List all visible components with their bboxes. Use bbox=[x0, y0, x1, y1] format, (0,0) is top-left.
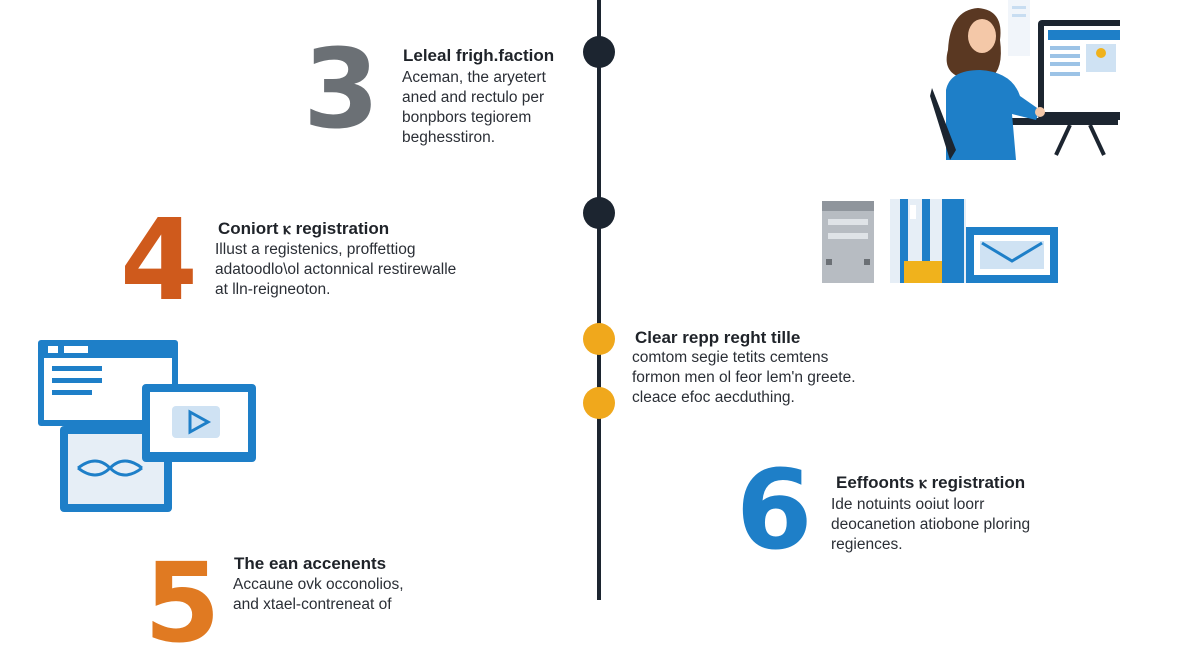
step-title: Eeffoonts ⲕ registration bbox=[836, 473, 1026, 492]
step-title: Clear repp reght tille bbox=[635, 328, 801, 347]
step-description: Accaune ovk occonolios, and xtael-contre… bbox=[233, 576, 404, 613]
monitor-icon bbox=[1038, 20, 1120, 122]
folder-icon bbox=[890, 199, 966, 283]
video-player-icon bbox=[142, 384, 256, 462]
step-number: 3 bbox=[303, 25, 380, 153]
server-icon bbox=[822, 201, 874, 283]
step-title: The ean accenents bbox=[234, 554, 387, 573]
timeline-line bbox=[597, 0, 601, 600]
timeline-dot bbox=[583, 387, 615, 419]
timeline-dot bbox=[583, 323, 615, 355]
step-description: Illust a registenics, proffettiog adatoo… bbox=[215, 241, 457, 298]
person-at-computer-illustration bbox=[930, 0, 1120, 160]
step-number: 4 bbox=[120, 196, 198, 326]
browser-video-mail-illustration bbox=[38, 340, 256, 512]
step-number: 5 bbox=[144, 539, 221, 667]
paper-sheets-icon bbox=[1008, 0, 1030, 56]
person-icon bbox=[930, 8, 1045, 160]
timeline-dot bbox=[583, 197, 615, 229]
envelope-icon bbox=[966, 227, 1058, 283]
step-title: Coniort ⲕ registration bbox=[218, 219, 390, 238]
step-number: 6 bbox=[736, 446, 813, 574]
step-description: comtom segie tetits cemtens formon men o… bbox=[632, 349, 856, 406]
server-and-mail-illustration bbox=[822, 199, 1058, 283]
step-description: Aceman, the aryetert aned and rectulo pe… bbox=[402, 69, 546, 146]
timeline-dot bbox=[583, 36, 615, 68]
step-description: Ide notuints ooiut loorr deocanetion ati… bbox=[831, 496, 1031, 553]
step-title: Leleal frigh.faction bbox=[403, 46, 555, 65]
desk-icon bbox=[1006, 118, 1118, 156]
